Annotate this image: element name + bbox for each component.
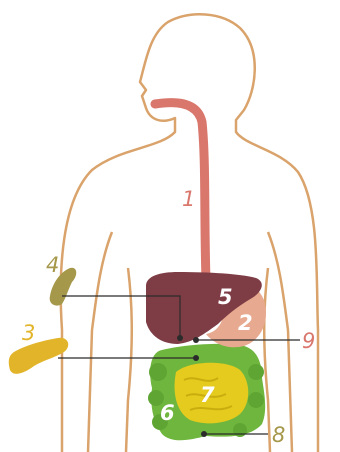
large-intestine-lobe: [248, 364, 264, 380]
large-intestine-lobe: [233, 423, 247, 437]
right-arm-lower-outline: [288, 330, 292, 452]
pancreas-leader-dot: [193, 355, 199, 361]
right-arm-outline: [268, 232, 288, 330]
label-gallbladder: 4: [46, 253, 59, 277]
left-arm-outline: [92, 232, 112, 330]
label-stomach: 2: [238, 311, 253, 335]
gallbladder-leader-dot: [177, 335, 183, 341]
label-esophagus: 1: [182, 187, 195, 211]
label-duodenum: 9: [302, 329, 315, 353]
label-large-intestine: 6: [160, 401, 175, 425]
esophagus: [155, 103, 206, 280]
pancreas: [9, 338, 68, 374]
rectum-leader-dot: [201, 431, 207, 437]
label-small-intestine: 7: [200, 383, 215, 407]
label-liver: 5: [218, 285, 233, 309]
large-intestine-lobe: [248, 392, 264, 408]
left-arm-lower-outline: [88, 330, 92, 452]
right-waist-outline: [264, 268, 270, 452]
label-pancreas: 3: [22, 321, 35, 345]
duodenum-leader-dot: [193, 337, 199, 343]
large-intestine-lobe: [149, 363, 167, 381]
label-rectum: 8: [272, 423, 285, 447]
